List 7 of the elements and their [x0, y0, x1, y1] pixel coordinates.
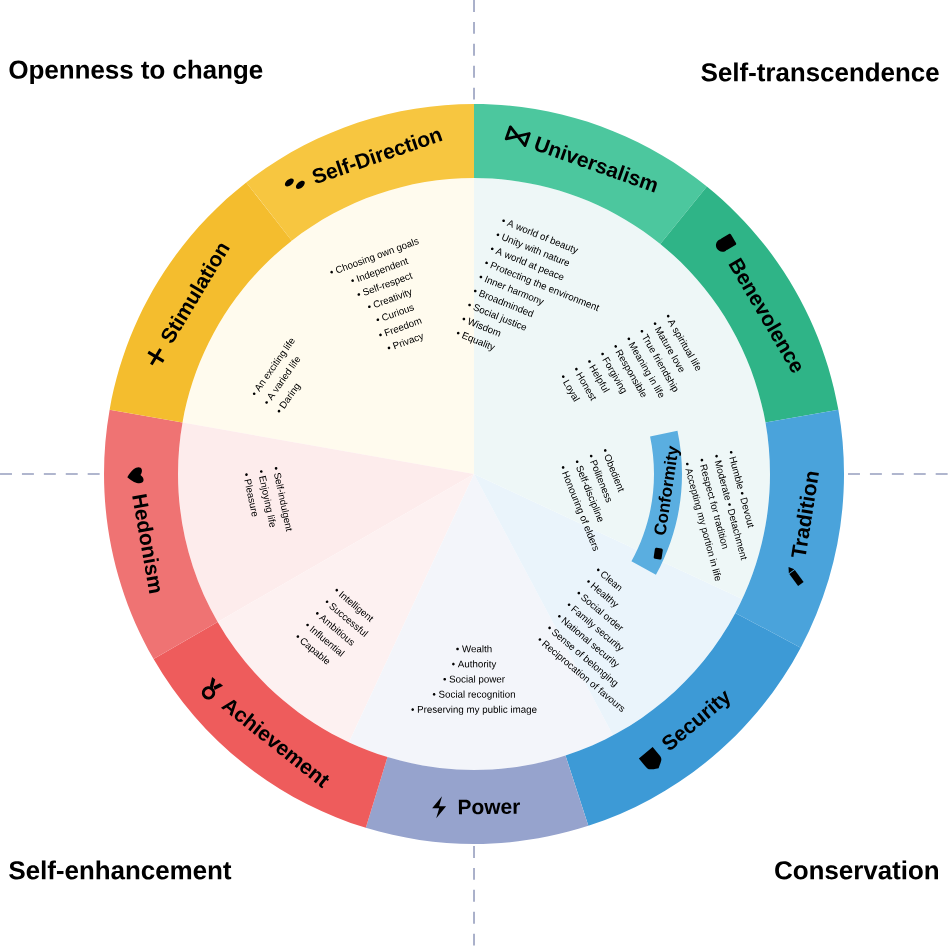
- value-band: Hedonism: [104, 409, 218, 659]
- quadrant-title: Self-enhancement: [9, 860, 232, 880]
- value-band: Conformity: [631, 430, 682, 575]
- quadrant-title: Self-transcendence: [701, 62, 939, 82]
- quadrant-title: Conservation: [775, 860, 938, 880]
- quadrant-title: Openness to change: [9, 59, 263, 85]
- value-band: Power: [365, 755, 589, 844]
